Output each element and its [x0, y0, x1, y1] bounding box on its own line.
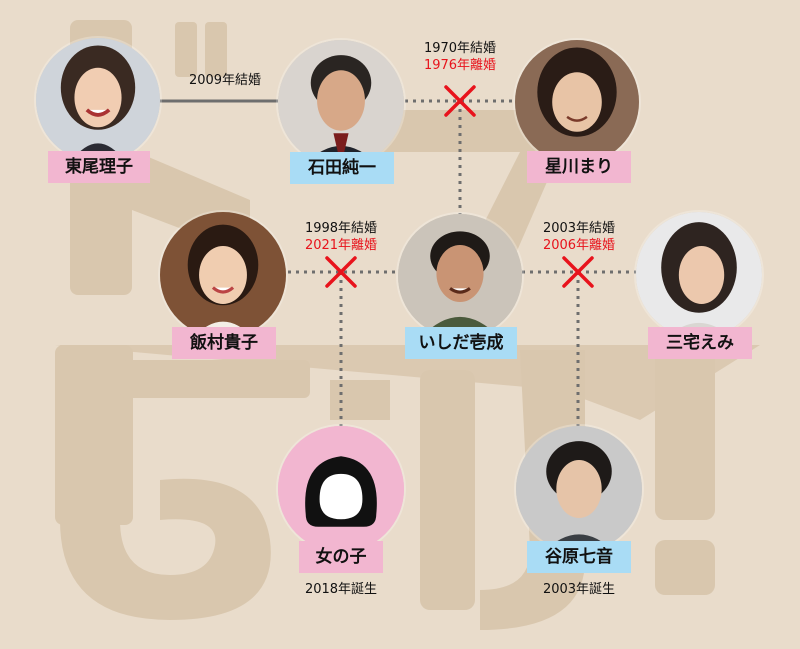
- divorce-cross-issei-miyake: [562, 256, 594, 288]
- photo-higashio: [36, 38, 160, 162]
- girl-silhouette-icon: [278, 426, 404, 552]
- divorce-cross-issei-iimura: [325, 256, 357, 288]
- photo-hoshikawa: [515, 40, 639, 164]
- birth-year-tanihara: 2003年誕生: [542, 582, 616, 597]
- name-label-hoshikawa: 星川まり: [527, 151, 631, 183]
- divorced-year: 2006年離婚: [542, 238, 616, 253]
- divorce-cross-ishida-hoshikawa: [444, 85, 476, 117]
- name-label-tanihara: 谷原七音: [527, 541, 631, 573]
- divorced-year: 2021年離婚: [304, 238, 378, 253]
- photo-miyake: [636, 212, 762, 338]
- divorced-year: 1976年離婚: [423, 58, 497, 73]
- note-ishida-hoshikawa: 1970年結婚 1976年離婚: [405, 40, 515, 74]
- photo-tanihara: [516, 426, 642, 552]
- photo-iimura: [160, 212, 286, 338]
- birth-year-girl: 2018年誕生: [304, 582, 378, 597]
- name-label-girl: 女の子: [299, 541, 383, 573]
- name-label-miyake: 三宅えみ: [648, 327, 752, 359]
- photo-ishida-junichi: [278, 40, 404, 166]
- name-label-ishida-issei: いしだ壱成: [405, 327, 517, 359]
- name-label-iimura: 飯村貴子: [172, 327, 276, 359]
- note-issei-miyake: 2003年結婚 2006年離婚: [524, 220, 634, 254]
- note-ishida-higashio: 2009年結婚: [170, 72, 280, 89]
- note-issei-iimura: 1998年結婚 2021年離婚: [286, 220, 396, 254]
- name-label-higashio: 東尾理子: [48, 151, 150, 183]
- name-label-ishida-junichi: 石田純一: [290, 152, 394, 184]
- married-year: 1970年結婚: [423, 41, 497, 56]
- married-year: 1998年結婚: [304, 221, 378, 236]
- photo-girl-placeholder: [278, 426, 404, 552]
- married-year: 2003年結婚: [542, 221, 616, 236]
- photo-ishida-issei: [398, 214, 522, 338]
- married-year: 2009年結婚: [188, 73, 262, 88]
